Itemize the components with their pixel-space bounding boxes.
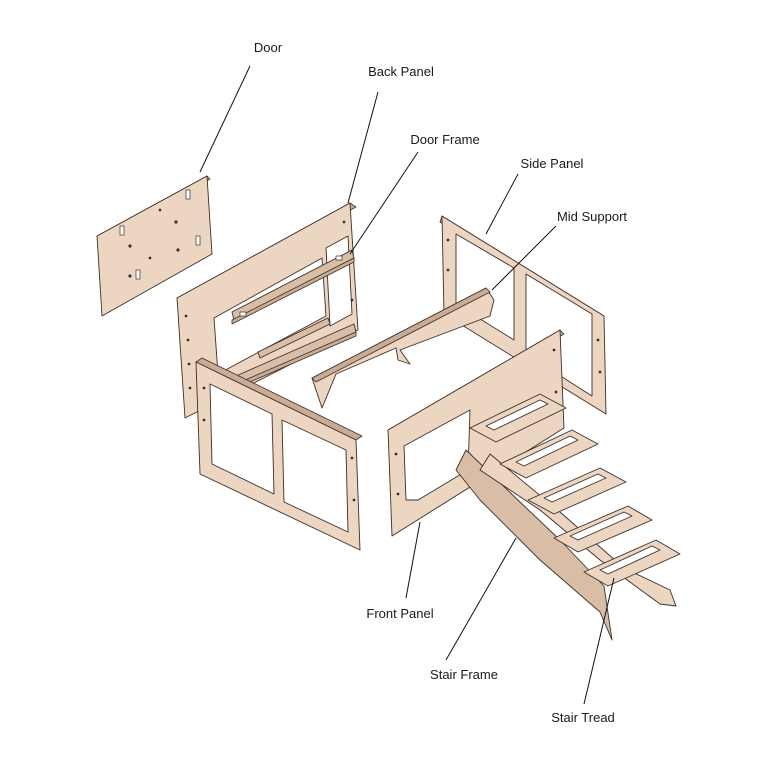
leader-front-panel — [405, 521, 421, 599]
label-side-panel: Side Panel — [520, 156, 584, 171]
leader-back-panel — [347, 91, 379, 204]
label-stair-frame: Stair Frame — [430, 667, 498, 682]
mid-support-part — [311, 287, 495, 409]
door-part — [96, 175, 213, 317]
leader-mid-support — [491, 225, 557, 291]
leader-door — [199, 65, 251, 173]
label-stair-tread: Stair Tread — [551, 710, 615, 725]
leader-door-frame — [349, 151, 419, 255]
label-front-panel: Front Panel — [366, 606, 434, 621]
leader-stair-frame — [445, 537, 517, 661]
leader-lines — [199, 65, 615, 705]
stair-treads-part — [469, 393, 681, 587]
front-panel-left-part — [195, 357, 363, 551]
label-door: Door — [253, 40, 283, 55]
label-mid-support: Mid Support — [556, 209, 628, 224]
door-frame-part — [231, 249, 357, 389]
leader-side-panel — [485, 173, 519, 235]
leader-stair-tread — [583, 577, 615, 705]
front-panel-right-part — [387, 329, 565, 537]
label-back-panel: Back Panel — [368, 64, 434, 79]
label-door-frame: Door Frame — [410, 132, 480, 147]
